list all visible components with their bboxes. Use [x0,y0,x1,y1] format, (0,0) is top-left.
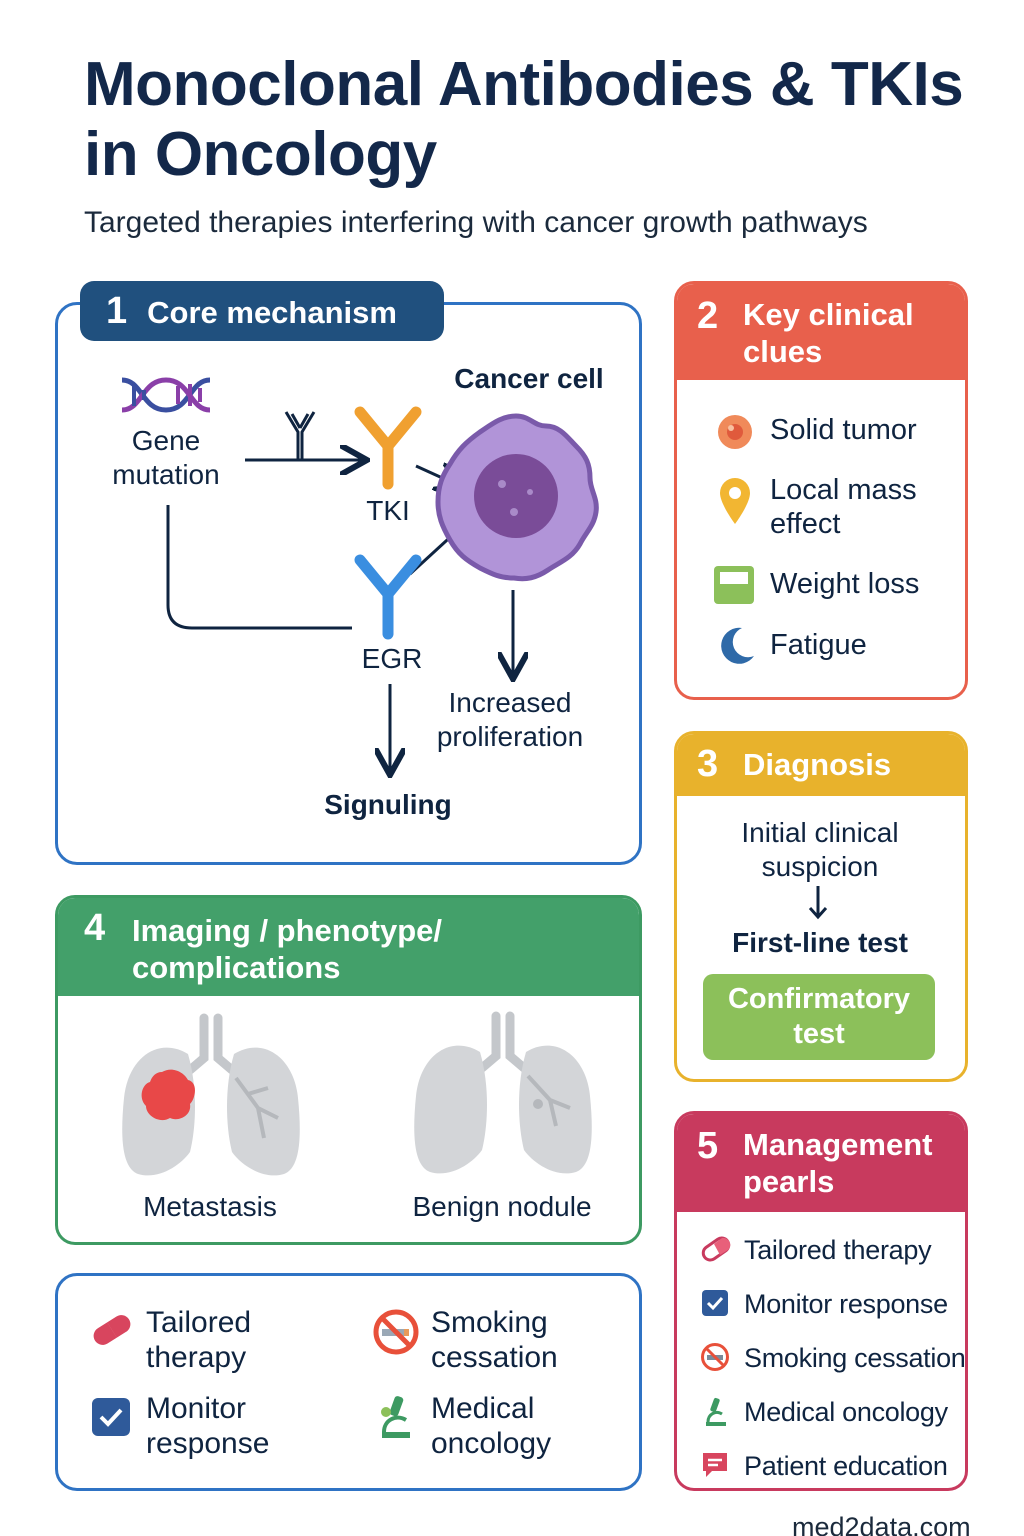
cancer-cell-icon [435,413,599,582]
legend-tailored-therapy: Tailored therapy [146,1305,251,1375]
pill-icon [93,1315,131,1345]
diagnosis-arrow [808,886,828,920]
confirmatory-test-box: Confirmatory test [703,974,935,1060]
core-mechanism-panel [55,302,642,865]
footer-site[interactable]: med2data.com [792,1512,971,1536]
clues-header: 2 Key clinical clues [677,284,965,380]
egr-label: EGR [361,643,423,674]
tki-antibody-icon [354,406,422,490]
benign-nodule-label: Benign nodule [412,1191,592,1222]
chat-bubble-icon [703,1453,727,1477]
gene-line-1: Gene [131,425,201,456]
lungs-benign-icon [414,1011,592,1174]
prolif-line-2: proliferation [436,721,584,752]
page-subtitle: Targeted therapies interfering with canc… [84,206,868,239]
scale-icon [714,566,754,604]
tki-label: TKI [366,495,410,526]
legend-oncology-line-2: oncology [431,1427,552,1460]
legend-smoking-cessation: Smoking cessation [431,1305,558,1375]
diagnosis-step-first-line: First-line test [732,927,908,958]
management-title-line-2: pearls [743,1164,835,1199]
core-mechanism-header: 1 Core mechanism [80,281,444,341]
prolif-line-1: Increased [448,687,572,718]
gene-line-2: mutation [112,459,220,490]
diagnosis-step-suspicion: Initial clinical suspicion [690,816,950,884]
clues-title-line-2: clues [743,334,823,369]
egr-receptor-icon [354,554,422,640]
dna-icon [121,377,211,413]
section-number: 3 [697,743,719,785]
clue-fatigue: Fatigue [770,629,867,661]
clue-weight-loss: Weight loss [770,568,920,600]
imaging-title-line-1: Imaging / phenotype/ [132,913,443,948]
legend-smoking-line-2: cessation [431,1341,558,1374]
management-title: Management pearls [743,1126,932,1200]
no-smoking-icon [701,1343,729,1371]
checkbox-icon [92,1398,130,1436]
cancer-cell-label: Cancer cell [454,363,604,394]
mgmt-tailored-therapy: Tailored therapy [744,1235,932,1265]
clue-local-mass: Local mass [770,474,917,506]
suspicion-line-2: suspicion [761,851,879,882]
moon-icon [721,627,754,664]
mgmt-monitor-response: Monitor response [744,1289,948,1319]
legend-monitor-response: Monitor response [146,1391,269,1461]
proliferation-label: Increased proliferation [420,686,600,754]
mgmt-smoking-cessation: Smoking cessation [744,1343,966,1373]
imaging-title-line-2: complications [132,950,341,985]
diagnosis-title: Diagnosis [743,747,892,782]
mgmt-patient-education: Patient education [744,1451,948,1481]
section-number: 1 [106,290,128,332]
imaging-title: Imaging / phenotype/ complications [132,912,442,986]
confirmatory-line-2: test [793,1018,845,1050]
section-title: Core mechanism [147,295,397,330]
legend-smoking-line-1: Smoking [431,1306,548,1339]
clues-title-line-1: Key clinical [743,297,914,332]
mgmt-medical-oncology: Medical oncology [744,1397,948,1427]
confirmatory-line-1: Confirmatory [727,983,911,1015]
diagnosis-header: 3 Diagnosis [677,734,965,796]
legend-panel [55,1273,642,1491]
section-number: 5 [697,1125,719,1167]
section-number: 2 [697,295,719,337]
clue-local-mass-effect: effect [770,508,841,540]
legend-tailored-line-1: Tailored [146,1306,252,1339]
suspicion-line-1: Initial clinical [741,817,899,848]
legend-monitor-line-2: response [146,1427,270,1460]
antibody-outline-icon [284,411,316,460]
gene-mutation-label: Gene mutation [96,424,236,492]
microscope-icon [706,1397,726,1426]
pill-icon [701,1236,731,1262]
legend-medical-oncology: Medical oncology [431,1391,551,1461]
checkbox-icon [702,1290,728,1316]
tumor-icon [718,415,752,449]
no-smoking-icon [373,1309,419,1355]
section-number: 4 [84,907,106,949]
metastasis-label: Metastasis [143,1191,277,1222]
clues-title: Key clinical clues [743,296,914,370]
lungs-metastasis-icon [122,1013,300,1176]
signaling-label: Signuling [324,789,452,820]
key-clinical-clues-panel: 2 Key clinical clues [674,281,968,700]
page-title: Monoclonal Antibodies & TKIs in Oncology [84,50,964,189]
legend-oncology-line-1: Medical [431,1392,535,1425]
legend-tailored-line-2: therapy [146,1341,247,1374]
management-header: 5 Management pearls [677,1114,965,1212]
legend-monitor-line-1: Monitor [146,1392,247,1425]
management-title-line-1: Management [743,1127,933,1162]
clue-solid-tumor: Solid tumor [770,414,917,446]
imaging-header: 4 Imaging / phenotype/ complications [58,898,639,996]
microscope-icon [381,1396,410,1438]
location-pin-icon [720,478,750,524]
